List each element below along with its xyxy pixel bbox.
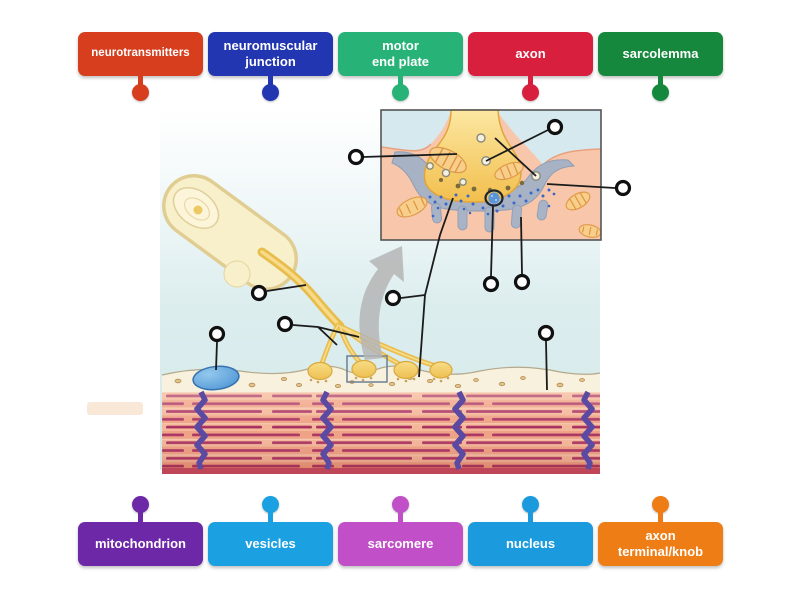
pin-ball — [262, 496, 279, 513]
pin-stem — [268, 509, 273, 525]
pin-ball — [522, 84, 539, 101]
myelin-sheath — [162, 174, 298, 291]
pin-stem — [398, 509, 403, 525]
label-chip-axon[interactable]: axon — [468, 32, 593, 76]
pin-ball — [132, 496, 149, 513]
answer-marker-8[interactable] — [276, 315, 294, 333]
label-chip-nucleus[interactable]: nucleus — [468, 522, 593, 566]
answer-marker-1[interactable] — [347, 148, 365, 166]
answer-marker-9[interactable] — [208, 325, 226, 343]
pin-ball — [262, 84, 279, 101]
neurotransmitter-dots — [428, 188, 556, 218]
pin-ball — [392, 496, 409, 513]
axon-path — [257, 247, 345, 331]
pin-stem — [138, 74, 143, 90]
label-chip-mitochondrion[interactable]: mitochondrion — [78, 522, 203, 566]
pin-ball — [132, 84, 149, 101]
pin-stem — [658, 509, 663, 525]
pin-stem — [528, 509, 533, 525]
pin-stem — [138, 509, 143, 525]
label-chip-neuromuscular-junction[interactable]: neuromuscular junction — [208, 32, 333, 76]
synaptic-boutons — [307, 359, 453, 384]
leader-lines — [215, 129, 616, 391]
muscle-fiber — [162, 390, 600, 474]
label-chip-sarcomere[interactable]: sarcomere — [338, 522, 463, 566]
pin-stem — [398, 74, 403, 90]
faint-highlight-bar — [87, 402, 143, 415]
pin-ball — [652, 496, 669, 513]
pin-ball — [392, 84, 409, 101]
label-chip-neurotransmitters[interactable]: neurotransmitters — [78, 32, 203, 76]
answer-marker-6[interactable] — [513, 273, 531, 291]
answer-marker-7[interactable] — [250, 284, 268, 302]
label-chip-axon-terminal-knob[interactable]: axon terminal/knob — [598, 522, 723, 566]
answer-marker-4[interactable] — [384, 289, 402, 307]
z-line-bands — [194, 390, 595, 470]
label-chip-sarcolemma[interactable]: sarcolemma — [598, 32, 723, 76]
answer-marker-10[interactable] — [537, 324, 555, 342]
magnify-arrow — [359, 246, 404, 360]
pin-ball — [652, 84, 669, 101]
pin-stem — [528, 74, 533, 90]
pin-stem — [268, 74, 273, 90]
pin-stem — [658, 74, 663, 90]
fusing-vesicle-circled — [484, 189, 504, 207]
answer-marker-5[interactable] — [482, 275, 500, 293]
inset-border — [380, 109, 602, 241]
answer-markers — [208, 118, 632, 343]
label-chip-vesicles[interactable]: vesicles — [208, 522, 333, 566]
pin-ball — [522, 496, 539, 513]
junctional-folds — [430, 199, 549, 233]
bouton-fringe — [309, 376, 450, 384]
inset-magnified-synapse — [380, 109, 602, 241]
label-chip-motor-end-plate[interactable]: motor end plate — [338, 32, 463, 76]
docked-vesicles — [439, 178, 525, 193]
nucleus-shape — [192, 365, 240, 391]
answer-marker-2[interactable] — [546, 118, 564, 136]
answer-marker-3[interactable] — [614, 179, 632, 197]
